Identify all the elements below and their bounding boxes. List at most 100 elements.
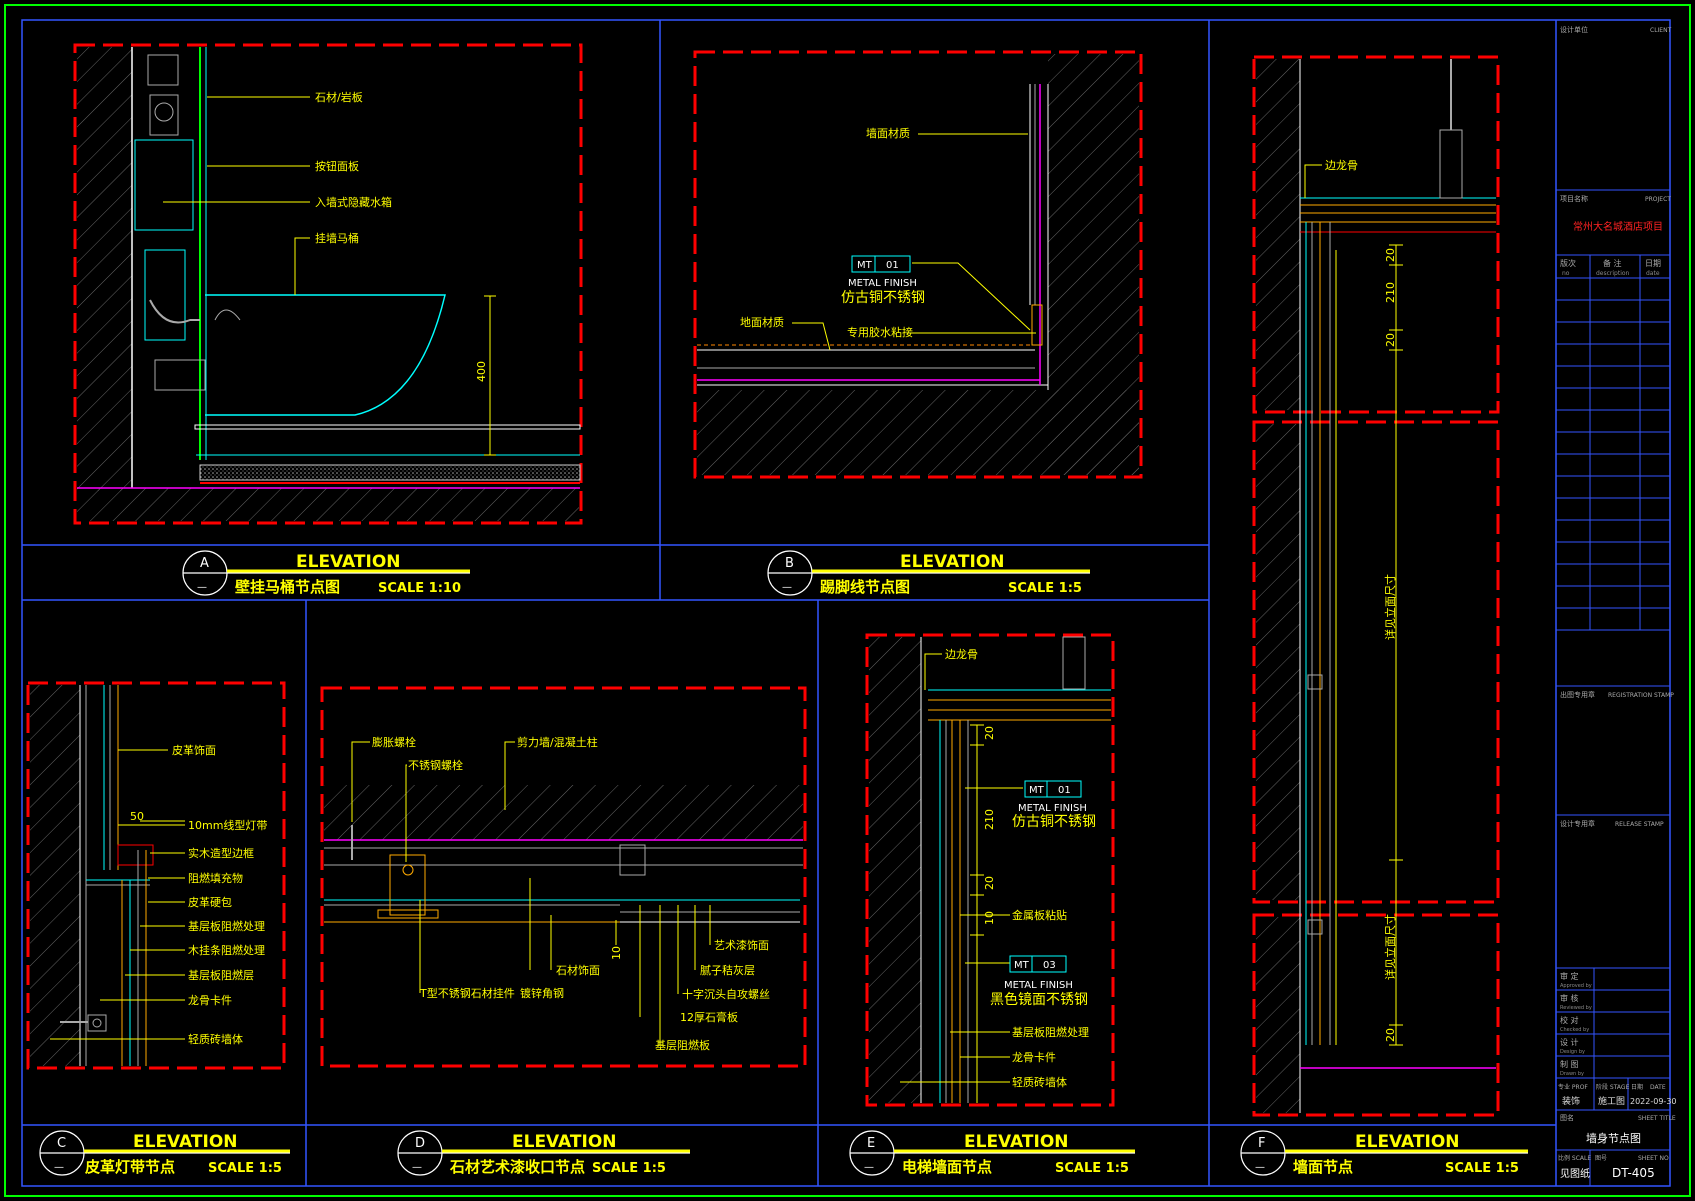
d-label-3: 石材饰面 xyxy=(556,963,600,977)
title-f-elevation: ELEVATION xyxy=(1355,1132,1460,1152)
d-label-2: 剪力墙/混凝土柱 xyxy=(517,735,598,749)
e-tag2-name: 黑色镜面不锈钢 xyxy=(990,991,1088,1008)
title-e-circle: E xyxy=(867,1136,875,1151)
title-e-name: 电梯墙面节点 xyxy=(902,1158,992,1176)
title-c-name: 皮革灯带节点 xyxy=(85,1158,175,1176)
c-label-1: 10mm线型灯带 xyxy=(188,818,267,832)
tb-sheet-title-cn: 图名 xyxy=(1560,1113,1574,1122)
tb-rev-head-en-2: date xyxy=(1646,270,1660,277)
a-label-tank: 入墙式隐藏水箱 xyxy=(315,195,392,209)
d-label-8: 十字沉头自攻螺丝 xyxy=(682,987,770,1001)
b-tag-code: MT xyxy=(857,260,873,271)
title-bar-c: C — ELEVATION 皮革灯带节点 SCALE 1:5 xyxy=(39,1130,290,1176)
tb-phase-val-0: 装饰 xyxy=(1562,1095,1580,1107)
tb-rev-head-2: 日期 xyxy=(1645,259,1661,268)
tb-sign-2: 校 对 xyxy=(1560,1015,1579,1025)
c-label-8: 龙骨卡件 xyxy=(188,994,232,1007)
tb-rev-head-1: 备 注 xyxy=(1603,258,1622,268)
title-a-scale: SCALE 1:10 xyxy=(378,581,461,596)
e-tag1-code: MT xyxy=(1029,785,1045,796)
c-dim-50: 50 xyxy=(130,810,144,823)
outer-frame xyxy=(4,4,1691,1197)
tb-sign-1-en: Reviewed by xyxy=(1560,1005,1592,1011)
detail-c: 50 皮革饰面 10mm线型灯带 实木造型边框 阻燃填充物 皮革硬包 基层板阻燃… xyxy=(26,681,286,1070)
e-tag1-finish: METAL FINISH xyxy=(1018,803,1087,814)
c-label-3: 阻燃填充物 xyxy=(188,871,243,885)
tb-reg-stamp-en: REGISTRATION STAMP xyxy=(1608,692,1674,699)
tb-project-en: PROJECT xyxy=(1645,196,1671,203)
f-label-1: 详见立面尺寸 xyxy=(1383,574,1397,640)
title-f-circle: F xyxy=(1258,1136,1265,1151)
tb-sheet-title-en: SHEET TITLE xyxy=(1638,1115,1676,1122)
tb-rev-head-en-1: description xyxy=(1596,270,1630,277)
tb-sign-3-en: Design by xyxy=(1560,1049,1585,1055)
tb-sign-4: 制 图 xyxy=(1560,1059,1579,1069)
tb-phase-val-1: 施工图 xyxy=(1598,1095,1625,1107)
c-label-0: 皮革饰面 xyxy=(172,743,216,757)
title-a-elevation: ELEVATION xyxy=(296,552,401,572)
d-label-0: 膨胀螺栓 xyxy=(372,735,416,749)
title-c-dash: — xyxy=(54,1162,64,1173)
title-e-scale: SCALE 1:5 xyxy=(1055,1161,1129,1176)
d-label-10: 艺术漆饰面 xyxy=(714,938,769,952)
detail-b: 墙面材质 地面材质 专用胶水粘接 MT 01 METAL FINISH 仿古铜不… xyxy=(693,50,1143,479)
title-a-dash: — xyxy=(197,582,207,593)
f-dim-3: 20 xyxy=(1384,1028,1397,1042)
f-dim-0: 20 xyxy=(1384,248,1397,262)
tb-sign-2-en: Checked by xyxy=(1560,1027,1589,1033)
b-tag-finish: METAL FINISH xyxy=(848,278,917,289)
c-label-2: 实木造型边框 xyxy=(188,846,254,860)
tb-issue-stamp-cn: 设计专用章 xyxy=(1560,819,1595,828)
a-label-stone: 石材/岩板 xyxy=(315,90,363,104)
e-dim-3: 10 xyxy=(983,911,996,925)
tb-phase-head-3: DATE xyxy=(1650,1084,1666,1091)
e-tag2-code: MT xyxy=(1014,960,1030,971)
title-block xyxy=(1556,189,1670,1186)
b-label-glue: 专用胶水粘接 xyxy=(847,325,913,339)
title-d-dash: — xyxy=(412,1162,422,1173)
title-c-elevation: ELEVATION xyxy=(133,1132,238,1152)
detail-a: 400 石材/岩板 按钮面板 入墙式隐藏水箱 挂墙马桶 xyxy=(73,43,583,525)
title-e-elevation: ELEVATION xyxy=(964,1132,1069,1152)
title-bar-f: F — ELEVATION 墙面节点 SCALE 1:5 xyxy=(1240,1130,1528,1176)
d-label-6: 基层阻燃板 xyxy=(655,1038,710,1052)
e-tag1-num: 01 xyxy=(1058,785,1071,796)
tb-no-cn: 图号 xyxy=(1595,1155,1607,1162)
e-tag1-name: 仿古铜不锈钢 xyxy=(1012,814,1096,830)
tb-no-en: SHEET NO xyxy=(1638,1155,1669,1162)
e-dim-0: 20 xyxy=(983,726,996,740)
title-d-scale: SCALE 1:5 xyxy=(592,1161,666,1176)
title-b-dash: — xyxy=(782,582,792,593)
e-tag2-finish: METAL FINISH xyxy=(1004,980,1073,991)
detail-e: 20 210 20 10 边龙骨 金属板粘贴 基层板阻燃处理 龙骨卡件 轻质砖墙… xyxy=(865,633,1115,1107)
tb-rev-head-0: 版次 xyxy=(1560,258,1576,268)
tb-reg-stamp-cn: 出图专用章 xyxy=(1560,690,1595,699)
title-bar-a: A — ELEVATION 壁挂马桶节点图 SCALE 1:10 xyxy=(182,550,470,596)
c-label-6: 木挂条阻燃处理 xyxy=(188,943,265,957)
detail-f: 20 210 20 20 详见立面尺寸 详见立面尺寸 边龙骨 xyxy=(1252,55,1500,1117)
b-label-floor: 地面材质 xyxy=(740,315,784,329)
b-tag-name: 仿古铜不锈钢 xyxy=(841,290,925,306)
tb-issue-stamp-en: RELEASE STAMP xyxy=(1615,821,1664,828)
tb-sign-3: 设 计 xyxy=(1560,1037,1579,1047)
f-dim-2: 20 xyxy=(1384,333,1397,347)
d-label-1: 不锈钢螺栓 xyxy=(408,758,463,772)
c-label-5: 基层板阻燃处理 xyxy=(188,919,265,933)
tb-scale-val: 见图纸 xyxy=(1560,1167,1590,1180)
e-dim-1: 210 xyxy=(983,809,996,830)
tb-client-cn: 设计单位 xyxy=(1560,25,1588,34)
tb-sign-0-en: Approved by xyxy=(1560,983,1592,989)
d-label-4: 镀锌角钢 xyxy=(520,986,564,1000)
tb-project-cn: 项目名称 xyxy=(1560,194,1588,203)
tb-rev-head-en-0: no xyxy=(1562,270,1570,277)
tb-sign-0: 审 定 xyxy=(1560,971,1579,981)
title-f-scale: SCALE 1:5 xyxy=(1445,1161,1519,1176)
tb-phase-val-2: 2022-09-30 xyxy=(1630,1097,1677,1106)
title-bar-d: D — ELEVATION 石材艺术漆收口节点 SCALE 1:5 xyxy=(397,1130,690,1176)
e-dim-2: 20 xyxy=(983,876,996,890)
title-c-circle: C xyxy=(57,1136,66,1151)
c-label-7: 基层板阻燃层 xyxy=(188,968,254,982)
d-label-5: T型不锈钢石材挂件 xyxy=(419,986,515,1000)
tb-sheet-no: DT-405 xyxy=(1612,1166,1655,1180)
inner-frame xyxy=(21,19,1671,1187)
